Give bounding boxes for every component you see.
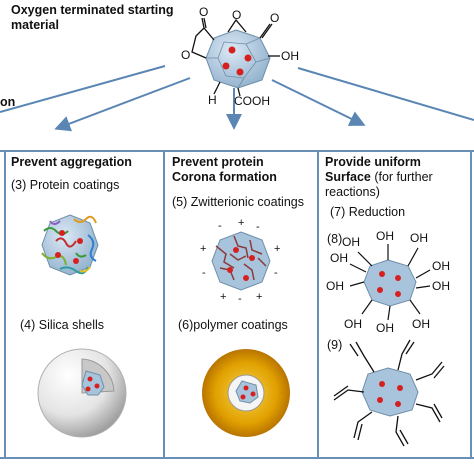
svg-text:+: +: [220, 291, 226, 303]
oh-label-2: OH: [376, 229, 394, 243]
label-cooh: COOH: [234, 94, 270, 108]
svg-text:+: +: [256, 291, 262, 303]
svg-text:-: -: [218, 220, 222, 232]
arrow-right: [271, 79, 366, 126]
column-divider-1: [163, 150, 165, 459]
col3-item-9: (9): [327, 338, 343, 352]
oh-label-9: OH: [326, 279, 344, 293]
col2-heading-line-1: Prevent protein: [172, 155, 264, 169]
label-oh: OH: [281, 49, 299, 63]
svg-text:+: +: [274, 243, 280, 255]
protein-coated-particle: [41, 214, 99, 276]
svg-text:+: +: [238, 218, 244, 229]
col3-heading-line-3: reactions): [325, 185, 380, 199]
oh-label-4: OH: [432, 259, 450, 273]
polymer-coated-particle: [202, 349, 290, 437]
label-o-1: O: [199, 5, 208, 19]
col2-item-polymer: (6)polymer coatings: [178, 318, 288, 332]
oh-label-6: OH: [412, 317, 430, 331]
silica-shell-particle: [37, 348, 127, 438]
col1-item-protein: (3) Protein coatings: [11, 178, 120, 192]
col3-item-reduction: (7) Reduction: [330, 205, 406, 219]
oh-label-7: OH: [376, 321, 394, 334]
svg-text:-: -: [238, 293, 242, 304]
oh-label-8: OH: [344, 317, 362, 331]
arrow-far-left: [0, 65, 166, 113]
svg-text:-: -: [274, 267, 278, 279]
col3-heading-line-1: Provide uniform: [325, 155, 421, 169]
col3-item-8: (8): [327, 232, 343, 246]
title-line-2: material: [11, 18, 59, 32]
table-left-border: [4, 150, 6, 459]
table-bottom-border: [0, 457, 474, 459]
zwitterionic-coated-particle: -+- ++ -- +-+: [200, 218, 280, 304]
col1-item-silica: (4) Silica shells: [20, 318, 105, 332]
table-top-border: [0, 150, 474, 152]
col3-heading-surface: Surface: [325, 170, 371, 184]
col1-heading: Prevent aggregation: [11, 155, 132, 169]
svg-text:-: -: [256, 221, 260, 233]
label-o-2: O: [232, 8, 241, 22]
top-scheme: O O O O OH H COOH: [0, 5, 474, 132]
label-o-4: O: [181, 48, 190, 62]
col2-item-zwitterionic: (5) Zwitterionic coatings: [172, 195, 304, 209]
col3-heading-line-2: Surface (for further: [325, 170, 433, 185]
hydroxylated-particle: OH OH OH OH OH OH OH OH OH OH: [326, 229, 450, 334]
oh-label-5: OH: [432, 279, 450, 293]
oh-label-10: OH: [330, 251, 348, 265]
label-o-3: O: [270, 11, 279, 25]
label-h: H: [208, 93, 217, 107]
arrow-left: [54, 77, 191, 132]
svg-text:+: +: [200, 243, 206, 255]
starting-nanoparticle: [205, 29, 271, 89]
col3-heading-further: (for further: [370, 170, 433, 184]
oh-label-3: OH: [410, 231, 428, 245]
table-right-border: [470, 150, 472, 459]
title-line-1: Oxygen terminated starting: [11, 3, 174, 17]
vinyl-functionalized-particle: [333, 339, 445, 447]
col2-heading-line-2: Corona formation: [172, 170, 277, 184]
arrow-far-right: [297, 67, 474, 121]
column-divider-2: [317, 150, 319, 459]
svg-text:-: -: [202, 267, 206, 279]
left-cut-label: on: [0, 95, 16, 109]
oh-label-1: OH: [342, 235, 360, 249]
surface-groups: [191, 17, 280, 97]
